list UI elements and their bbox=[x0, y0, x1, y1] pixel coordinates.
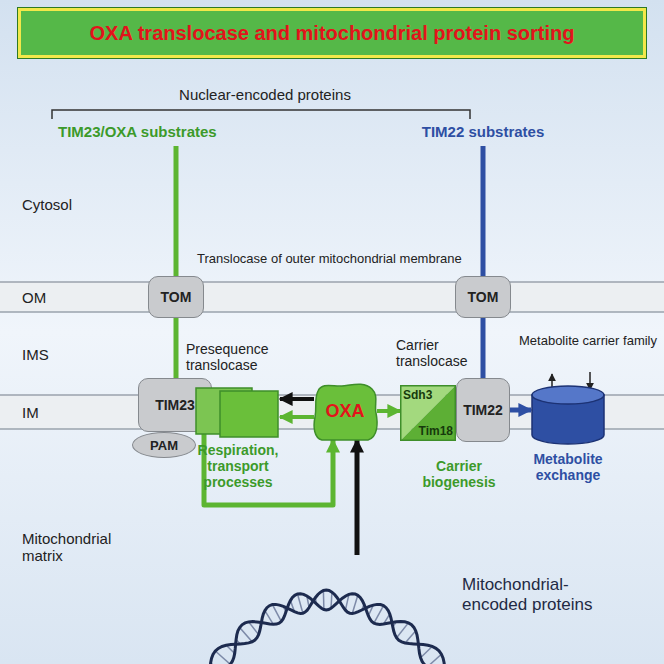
node-text: TIM22 bbox=[463, 402, 503, 418]
label: Translocase of outer mitochondrial membr… bbox=[197, 252, 473, 267]
node-text: Tim18 bbox=[419, 424, 453, 438]
label: Cytosol bbox=[22, 196, 122, 213]
substrate-line bbox=[174, 146, 179, 277]
node-text: TIM23 bbox=[155, 397, 195, 413]
node-text: OXA bbox=[325, 401, 364, 422]
label: Carrier translocase bbox=[396, 337, 478, 369]
node-text: Metabolite exchange bbox=[528, 451, 608, 483]
label: IM bbox=[22, 404, 62, 421]
translocase-box: TOM bbox=[148, 276, 204, 318]
node-text: Sdh3 bbox=[403, 388, 432, 402]
node-text: TOM bbox=[468, 289, 499, 305]
shape bbox=[528, 385, 608, 447]
label: Carrier biogenesis bbox=[404, 458, 514, 490]
node-text: Mitochondrial-encoded proteins bbox=[462, 575, 622, 616]
label: Presequence translocase bbox=[186, 341, 296, 373]
outer-membrane bbox=[0, 282, 664, 312]
title-banner: OXA translocase and mitochondrial protei… bbox=[18, 8, 646, 58]
title: OXA translocase and mitochondrial protei… bbox=[90, 22, 575, 45]
label: OM bbox=[22, 289, 62, 306]
connector-arrow bbox=[280, 397, 314, 401]
shape bbox=[192, 386, 284, 438]
node-text: Respiration, transport processes bbox=[192, 442, 284, 490]
dna-illustration: Mitochondrial-encoded proteins bbox=[200, 555, 660, 664]
motor-ellipse: PAM bbox=[132, 432, 196, 458]
protein-complex: Respiration, transport processes bbox=[192, 386, 284, 492]
connector-arrow bbox=[510, 408, 531, 413]
bracket bbox=[52, 110, 470, 119]
label: TIM23/OXA substrates bbox=[58, 123, 238, 140]
translocase-box: TIM22 bbox=[456, 378, 510, 442]
translocase-box: TOM bbox=[455, 276, 511, 318]
label: Nuclear-encoded proteins bbox=[165, 86, 365, 103]
connector-arrow bbox=[355, 440, 360, 555]
connector-arrow bbox=[280, 415, 314, 419]
connector-arrow bbox=[377, 409, 400, 413]
split-box: Sdh3Tim18 bbox=[400, 385, 456, 441]
node-text: PAM bbox=[150, 438, 178, 453]
label: TIM22 substrates bbox=[413, 123, 553, 140]
label: Metabolite carrier family bbox=[518, 334, 658, 349]
label: IMS bbox=[22, 346, 62, 363]
substrate-line bbox=[481, 146, 486, 277]
oxa-blob: OXA bbox=[312, 383, 378, 440]
connector-arrow bbox=[174, 318, 179, 378]
label: Mitochondrial matrix bbox=[22, 530, 132, 565]
connector-arrow bbox=[481, 318, 486, 378]
node-text: TOM bbox=[161, 289, 192, 305]
carrier-cylinder: Metabolite exchange bbox=[528, 385, 608, 495]
